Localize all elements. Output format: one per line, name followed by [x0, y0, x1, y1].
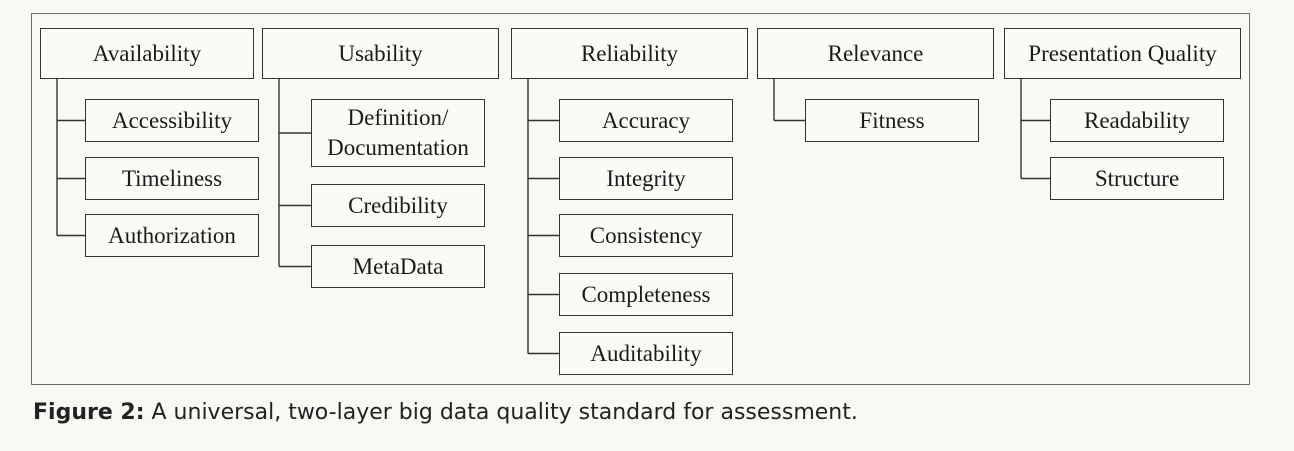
subitem-completeness: Completeness — [559, 273, 733, 316]
category-presentation-quality: Presentation Quality — [1004, 28, 1241, 79]
category-relevance: Relevance — [757, 28, 994, 79]
category-availability: Availability — [40, 28, 254, 79]
subitem-consistency: Consistency — [559, 214, 733, 257]
category-usability: Usability — [262, 28, 499, 79]
subitem-integrity: Integrity — [559, 157, 733, 200]
subitem-accuracy: Accuracy — [559, 99, 733, 142]
subitem-readability: Readability — [1050, 99, 1224, 142]
diagram-frame — [31, 13, 1250, 385]
subitem-auditability: Auditability — [559, 332, 733, 375]
subitem-structure: Structure — [1050, 157, 1224, 200]
subitem-credibility: Credibility — [311, 184, 485, 227]
caption-label: Figure 2: — [33, 400, 145, 425]
subitem-timeliness: Timeliness — [85, 157, 259, 200]
figure-caption: Figure 2: A universal, two-layer big dat… — [33, 400, 858, 425]
subitem-fitness: Fitness — [805, 99, 979, 142]
subitem-accessibility: Accessibility — [85, 99, 259, 142]
caption-text: A universal, two-layer big data quality … — [144, 400, 858, 425]
subitem-definition-documentation: Definition/ Documentation — [311, 99, 485, 167]
category-reliability: Reliability — [511, 28, 748, 79]
subitem-authorization: Authorization — [85, 214, 259, 257]
subitem-metadata: MetaData — [311, 245, 485, 288]
